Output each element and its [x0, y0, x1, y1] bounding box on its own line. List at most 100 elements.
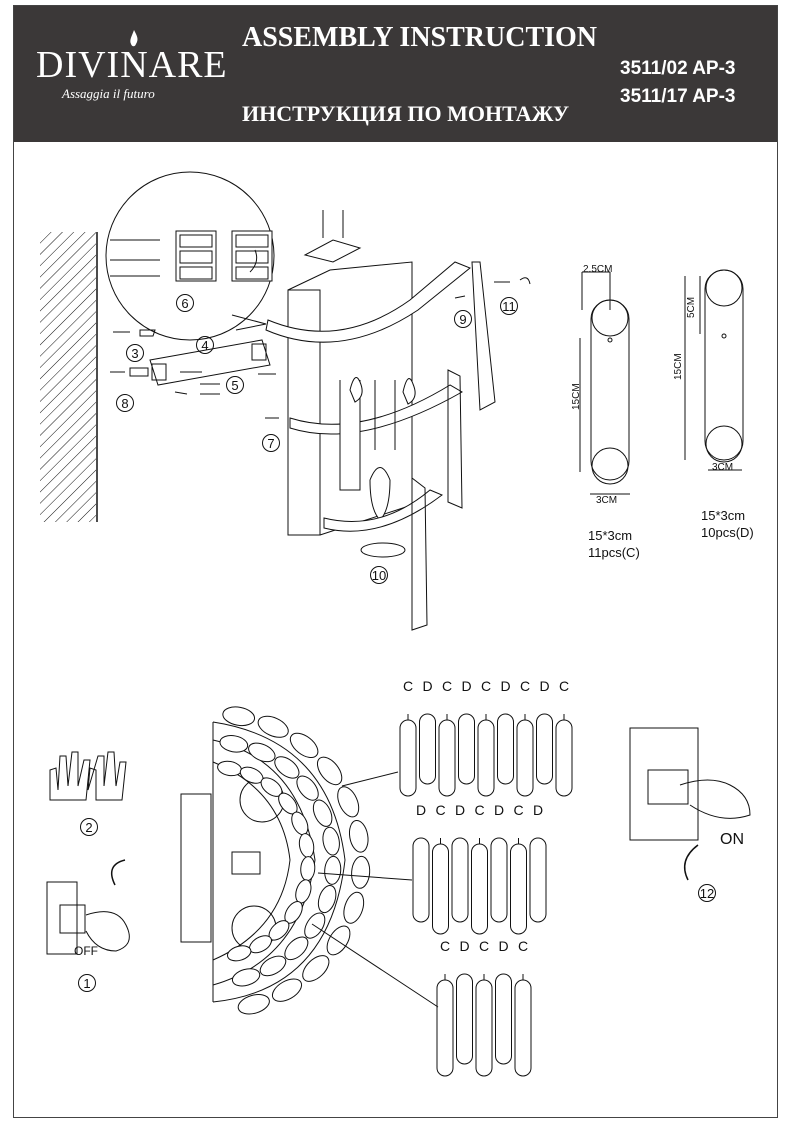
crystal-pendant-d [490, 837, 508, 923]
crystal-disc [337, 786, 360, 818]
crystal-c-diameter: 3CM [596, 495, 618, 506]
crystal-c-height: 15CM [571, 383, 582, 410]
crystal-c-size: 15*3cm [588, 528, 633, 543]
crystal-type-label: C [518, 938, 529, 954]
bulb-icon [349, 377, 416, 405]
crystal-disc [219, 735, 249, 753]
crystal-disc [226, 945, 252, 962]
crystal-pendant-c [399, 719, 417, 797]
crystal-pendant-d [419, 713, 436, 785]
crystal-pendant-d [536, 713, 553, 785]
step-6-marker: 6 [176, 294, 194, 312]
step-1-marker: 1 [78, 974, 96, 992]
crystal-disc [300, 856, 316, 882]
crystal-pins [399, 713, 573, 1077]
crystal-pendant-c [436, 979, 454, 1077]
crystal-d-diameter: 3CM [712, 462, 734, 473]
crystal-disc [317, 885, 337, 914]
crystal-disc [274, 756, 300, 779]
crystal-type-label: C [559, 678, 570, 694]
crystal-pendant-c [510, 843, 527, 935]
crystal-d-diagram [684, 269, 744, 471]
bulb-icon [369, 467, 391, 521]
title-russian: ИНСТРУКЦИЯ ПО МОНТАЖУ [242, 101, 570, 126]
page-frame [13, 5, 778, 1118]
crystal-discs [217, 706, 371, 1015]
crystal-type-label: D [422, 678, 433, 694]
crystal-pendant-c [438, 719, 456, 797]
crystal-disc [237, 994, 270, 1015]
crystal-disc [257, 715, 289, 738]
crystal-disc [248, 742, 276, 763]
gloves-icon [49, 751, 127, 801]
crystal-pendant-d [456, 973, 473, 1065]
crystal-type-label: C [435, 802, 446, 818]
crystal-disc [259, 955, 287, 977]
crystal-c-diagram [579, 271, 630, 495]
bottom-frame [323, 489, 443, 532]
crystal-pendant-d [458, 713, 475, 785]
crystal-type-label: D [459, 938, 470, 954]
step-9-marker: 9 [454, 310, 472, 328]
crystal-type-label: D [539, 678, 550, 694]
crystal-type-label: D [455, 802, 466, 818]
crystal-disc [351, 855, 371, 889]
crystal-disc [343, 891, 365, 924]
step-12-marker: 12 [698, 884, 716, 902]
crystal-c-qty: 11pcs(C) [588, 545, 640, 560]
step-3-marker: 3 [126, 344, 144, 362]
crystal-type-label: D [498, 938, 509, 954]
step-7-marker: 7 [262, 434, 280, 452]
crystal-disc [312, 799, 333, 827]
step-10-marker: 10 [370, 566, 388, 584]
crystal-disc [298, 833, 315, 858]
crystal-type-label: D [500, 678, 511, 694]
wiring-terminal-callout [105, 171, 275, 341]
top-frame [265, 261, 471, 343]
crystal-pendant-c [432, 843, 449, 935]
crystal-disc [348, 819, 369, 853]
step-2-marker: 2 [80, 818, 98, 836]
switch-on-icon [629, 727, 751, 881]
crystal-disc [324, 855, 342, 885]
crystal-disc [289, 732, 319, 759]
crystal-d-qty: 10pcs(D) [701, 525, 754, 540]
crystal-type-label: D [416, 802, 427, 818]
crystal-pendant-d [497, 713, 514, 785]
crystal-type-label: D [494, 802, 505, 818]
crystal-type-label: D [461, 678, 472, 694]
crystal-pendant-c [516, 719, 534, 797]
crystal-disc [322, 826, 340, 856]
crystal-pendant-c [471, 843, 488, 935]
brand-tagline: Assaggia il futuro [62, 86, 155, 101]
crystal-type-label: C [513, 802, 524, 818]
crystal-pendant-d [495, 973, 512, 1065]
crystal-pendant-d [529, 837, 547, 923]
crystal-disc [284, 936, 309, 961]
flame-icon [130, 30, 138, 47]
crystal-d-height: 15CM [673, 353, 684, 380]
crystal-c-width: 2.5CM [583, 264, 613, 275]
crystal-disc [326, 925, 351, 956]
crystal-disc [302, 955, 330, 982]
model-number: 3511/02 AP-3 [620, 58, 736, 79]
switch-on-label: ON [720, 831, 744, 848]
crystal-type-label: C [474, 802, 485, 818]
step-11-marker: 11 [500, 297, 518, 315]
crystal-type-label: C [442, 678, 453, 694]
crystal-type-label: C [479, 938, 490, 954]
crystal-d-top: 5CM [686, 296, 697, 318]
crystal-type-label: C [440, 938, 451, 954]
crystal-pendant-d [451, 837, 469, 923]
step-5-marker: 5 [226, 376, 244, 394]
crystal-disc [296, 775, 319, 801]
header-bar: DIVINARE Assaggia il futuro ASSEMBLY INS… [14, 6, 777, 142]
title-english: ASSEMBLY INSTRUCTION [242, 22, 598, 53]
crystal-d-size: 15*3cm [701, 508, 746, 523]
crystal-pendant-c [477, 719, 495, 797]
switch-off-icon [46, 859, 130, 955]
crystal-type-label: C [481, 678, 492, 694]
crystal-disc [222, 706, 256, 727]
crystal-pendant-d [412, 837, 430, 923]
crystal-pendant-c [514, 979, 532, 1077]
